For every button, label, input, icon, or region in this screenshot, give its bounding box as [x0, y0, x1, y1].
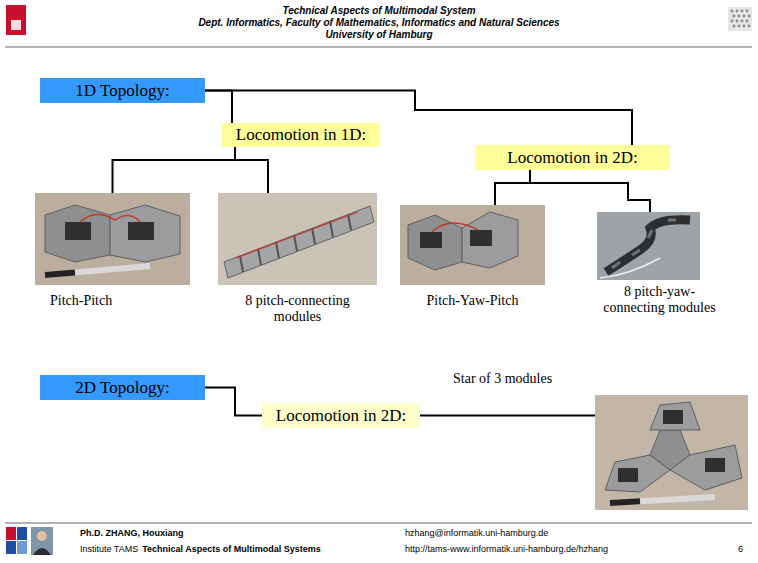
author-portrait	[31, 527, 53, 555]
pen	[610, 497, 715, 503]
locomotion-box: Locomotion in 1D:	[222, 123, 380, 147]
servo	[618, 468, 638, 482]
servo	[65, 222, 91, 240]
portrait-face	[37, 531, 47, 541]
pen-cap	[45, 272, 75, 275]
tree-connector	[495, 170, 530, 205]
homepage-url: http://tams-www.informatik.uni-hamburg.d…	[405, 544, 608, 554]
photo-caption: Star of 3 modules	[453, 371, 583, 387]
page-number: 6	[738, 544, 743, 554]
tree-connector	[420, 415, 595, 417]
module-frame	[462, 212, 518, 268]
footer-rule	[5, 522, 752, 524]
tree-connector	[205, 91, 632, 146]
servo	[470, 230, 492, 246]
tree-connector	[113, 147, 236, 193]
logo-block	[17, 541, 27, 554]
box-label: Locomotion in 2D:	[507, 148, 637, 168]
box-label: 2D Topology:	[75, 378, 169, 398]
robot-photo-node: Pitch-Yaw-Pitch	[400, 205, 545, 285]
photo-ground	[35, 193, 190, 285]
logo-block	[17, 527, 27, 540]
wire	[80, 214, 140, 222]
header-university: University of Hamburg	[0, 29, 758, 40]
box-label: Locomotion in 2D:	[276, 406, 406, 426]
header-title: Technical Aspects of Multimodal System	[0, 5, 758, 16]
robot-photo	[400, 205, 545, 285]
robot-photo-node: Pitch-Pitch	[35, 193, 190, 285]
logo-block	[6, 541, 16, 554]
cable	[600, 258, 660, 278]
photo-caption: 8 pitch-connecting modules	[235, 293, 360, 325]
logo-ground	[728, 7, 752, 31]
robot-photo	[597, 212, 700, 280]
pen-cap	[610, 501, 640, 503]
module-frame	[45, 205, 110, 262]
photo-ground	[400, 205, 545, 285]
photo-ground	[218, 193, 377, 285]
tree-connector	[205, 388, 262, 416]
locomotion-box: Locomotion in 2D:	[262, 403, 420, 428]
module-frame	[670, 445, 742, 490]
topology-box: 2D Topology:	[40, 375, 205, 400]
photo-ground	[595, 395, 748, 510]
photo-caption: Pitch-Pitch	[50, 293, 112, 309]
robot-photo	[595, 395, 748, 510]
robot-photo-node: Star of 3 modules	[595, 395, 748, 510]
photo-ground	[597, 212, 700, 280]
servo	[663, 410, 683, 424]
tree-connector	[235, 147, 268, 193]
university-logo	[6, 5, 26, 35]
box-label: 1D Topology:	[75, 81, 169, 101]
institute-title: Technical Aspects of Multimodal Systems	[142, 544, 321, 554]
portrait-ground	[31, 527, 53, 555]
servo	[420, 232, 442, 248]
servo	[128, 222, 154, 240]
logo-emblem	[11, 20, 21, 30]
portrait-body	[33, 548, 51, 555]
logo-dots	[731, 10, 751, 28]
photo-caption: 8 pitch-yaw-connecting modules	[597, 284, 722, 316]
header-rule	[5, 46, 752, 48]
tams-logo	[6, 527, 27, 554]
module-frame	[110, 205, 180, 262]
robot-photo	[35, 193, 190, 285]
tree-connector	[205, 91, 232, 124]
box-label: Locomotion in 1D:	[236, 125, 366, 145]
author-email: hzhang@informatik.uni-hamburg.de	[405, 528, 548, 538]
robot-photo-node: 8 pitch-connecting modules	[218, 193, 377, 285]
logo-block	[6, 527, 16, 540]
module-chain	[224, 206, 374, 278]
dept-logo	[728, 7, 752, 31]
header-department: Dept. Informatics, Faculty of Mathematic…	[0, 17, 758, 28]
institute-name: Institute TAMS	[80, 544, 138, 554]
tree-connector	[530, 170, 650, 212]
servo	[705, 458, 725, 472]
wire	[236, 212, 358, 258]
module-frame	[605, 455, 670, 492]
photo-caption: Pitch-Yaw-Pitch	[400, 293, 545, 309]
module-frame	[650, 402, 700, 430]
topology-box: 1D Topology:	[40, 78, 205, 103]
wire	[432, 223, 478, 232]
robot-photo	[218, 193, 377, 285]
pen	[45, 266, 150, 275]
robot-photo-node: 8 pitch-yaw-connecting modules	[597, 212, 700, 280]
module-joints	[612, 220, 676, 268]
author-name: Ph.D. ZHANG, Houxiang	[80, 528, 184, 538]
module-joints	[240, 214, 351, 272]
locomotion-box: Locomotion in 2D:	[475, 145, 670, 170]
